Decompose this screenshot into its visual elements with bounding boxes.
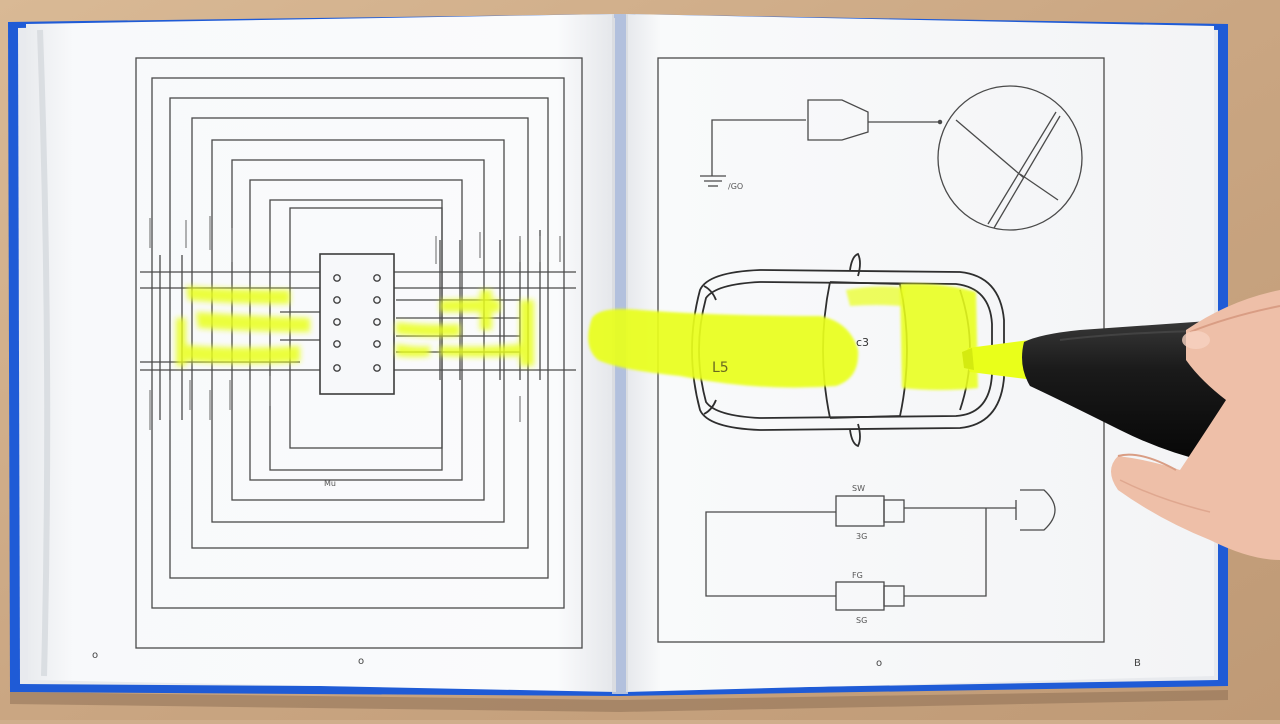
relay-top-sub: 3G — [856, 532, 867, 541]
right-page-corner-mark: B — [1134, 658, 1141, 669]
hand — [1111, 290, 1280, 560]
vehicle-diagram — [691, 252, 1005, 448]
car-mark: c3 — [856, 336, 869, 349]
left-page-center-mark: o — [358, 656, 364, 667]
ic-chip — [319, 253, 395, 395]
right-page-footer-mark: o — [876, 658, 882, 669]
relay-bottom-sub: SG — [856, 616, 867, 625]
ground-label: /GO — [728, 182, 743, 191]
terminal-marks-left — [149, 216, 561, 430]
left-page-footer-mark: o — [92, 650, 98, 661]
connector-label: Mu — [324, 479, 336, 488]
highlight-strokes-left — [176, 286, 534, 366]
car-label: L5 — [712, 360, 729, 376]
highlight-strokes-right — [588, 283, 978, 390]
relay-bottom-label: FG — [852, 571, 863, 580]
relay-top-label: SW — [852, 484, 865, 493]
